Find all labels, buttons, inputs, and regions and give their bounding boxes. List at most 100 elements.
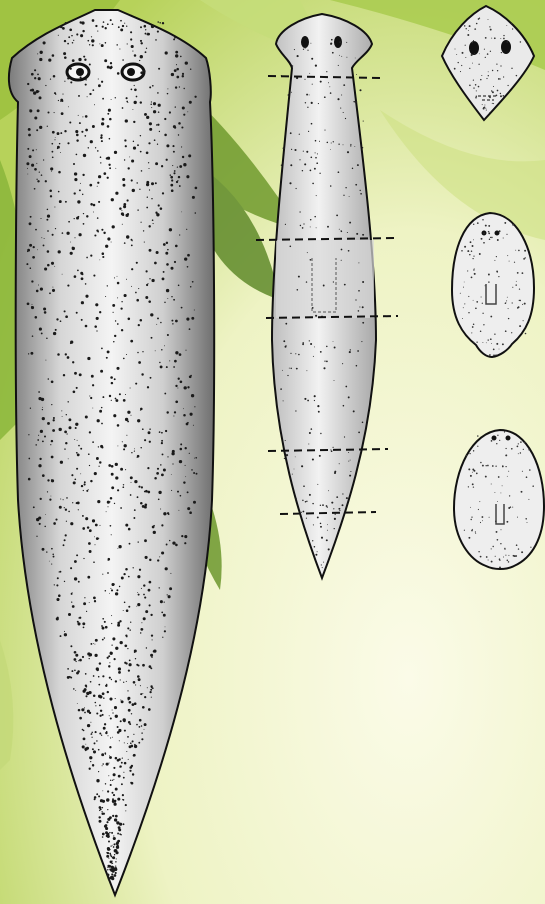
speckle: [520, 452, 521, 453]
speckle: [147, 283, 148, 284]
speckle: [116, 821, 117, 822]
speckle: [488, 339, 489, 340]
speckle: [140, 502, 143, 505]
speckle: [175, 400, 178, 403]
speckle: [105, 27, 107, 29]
speckle: [167, 594, 168, 595]
speckle: [51, 404, 52, 405]
speckle: [27, 249, 30, 252]
speckle: [46, 551, 47, 552]
speckle: [495, 521, 497, 523]
speckle: [98, 175, 101, 178]
speckle: [120, 720, 122, 722]
speckle: [344, 284, 346, 286]
speckle: [84, 135, 86, 137]
speckle: [51, 262, 54, 265]
speckle: [91, 733, 93, 735]
speckle: [141, 588, 142, 589]
speckle: [119, 207, 122, 210]
speckle: [98, 795, 100, 797]
speckle: [309, 432, 311, 434]
speckle: [113, 767, 115, 769]
speckle: [180, 56, 182, 58]
speckle: [87, 526, 89, 528]
speckle: [512, 302, 513, 303]
speckle: [70, 81, 72, 83]
speckle: [77, 703, 78, 704]
speckle: [475, 533, 476, 534]
speckle: [113, 779, 114, 780]
speckle: [50, 78, 51, 79]
speckle: [320, 433, 321, 434]
speckle: [106, 852, 108, 854]
speckle: [468, 296, 469, 297]
speckle: [334, 528, 335, 529]
speckle: [523, 449, 524, 450]
speckle: [115, 788, 118, 791]
speckle: [46, 337, 48, 339]
speckle: [307, 107, 308, 108]
speckle: [77, 453, 80, 456]
speckle: [469, 25, 471, 27]
speckle: [308, 131, 309, 132]
speckle: [166, 544, 168, 546]
speckle: [479, 253, 481, 255]
speckle: [328, 490, 329, 491]
speckle: [104, 59, 107, 62]
speckle: [310, 259, 312, 261]
speckle: [162, 453, 164, 455]
speckle: [174, 261, 176, 263]
speckle: [124, 602, 126, 604]
speckle: [86, 490, 88, 492]
speckle: [93, 695, 96, 698]
speckle: [137, 209, 138, 210]
speckle: [38, 285, 39, 286]
speckle: [338, 143, 339, 144]
speckle: [148, 431, 151, 434]
speckle: [179, 185, 181, 187]
speckle: [469, 85, 471, 87]
speckle: [498, 78, 500, 80]
speckle: [37, 439, 39, 441]
speckle: [48, 59, 51, 62]
speckle: [518, 443, 519, 444]
speckle: [138, 678, 141, 681]
speckle: [285, 345, 286, 346]
speckle: [361, 341, 362, 342]
speckle: [155, 39, 157, 41]
speckle: [111, 486, 114, 489]
speckle: [290, 368, 291, 369]
speckle: [500, 93, 501, 94]
speckle: [139, 719, 142, 722]
speckle: [130, 31, 132, 33]
speckle: [120, 468, 123, 471]
speckle: [187, 507, 190, 510]
speckle: [482, 342, 483, 343]
speckle: [161, 612, 163, 614]
speckle: [45, 180, 47, 182]
speckle: [500, 95, 502, 97]
speckle: [50, 496, 51, 497]
speckle: [463, 287, 464, 288]
speckle: [488, 560, 489, 561]
speckle: [93, 275, 95, 277]
speckle: [56, 318, 58, 320]
speckle: [124, 742, 125, 743]
speckle: [94, 536, 95, 537]
speckle: [37, 74, 39, 76]
speckle: [96, 457, 99, 460]
speckle: [178, 285, 180, 287]
speckle: [64, 431, 67, 434]
speckle: [98, 78, 99, 79]
speckle: [33, 246, 35, 248]
speckle: [181, 212, 182, 213]
speckle: [149, 278, 150, 279]
speckle: [98, 816, 100, 818]
speckle: [488, 225, 490, 227]
speckle: [85, 416, 88, 419]
speckle: [493, 103, 494, 104]
speckle: [471, 332, 472, 333]
speckle: [181, 307, 183, 309]
speckle: [489, 96, 490, 97]
speckle: [172, 145, 174, 147]
